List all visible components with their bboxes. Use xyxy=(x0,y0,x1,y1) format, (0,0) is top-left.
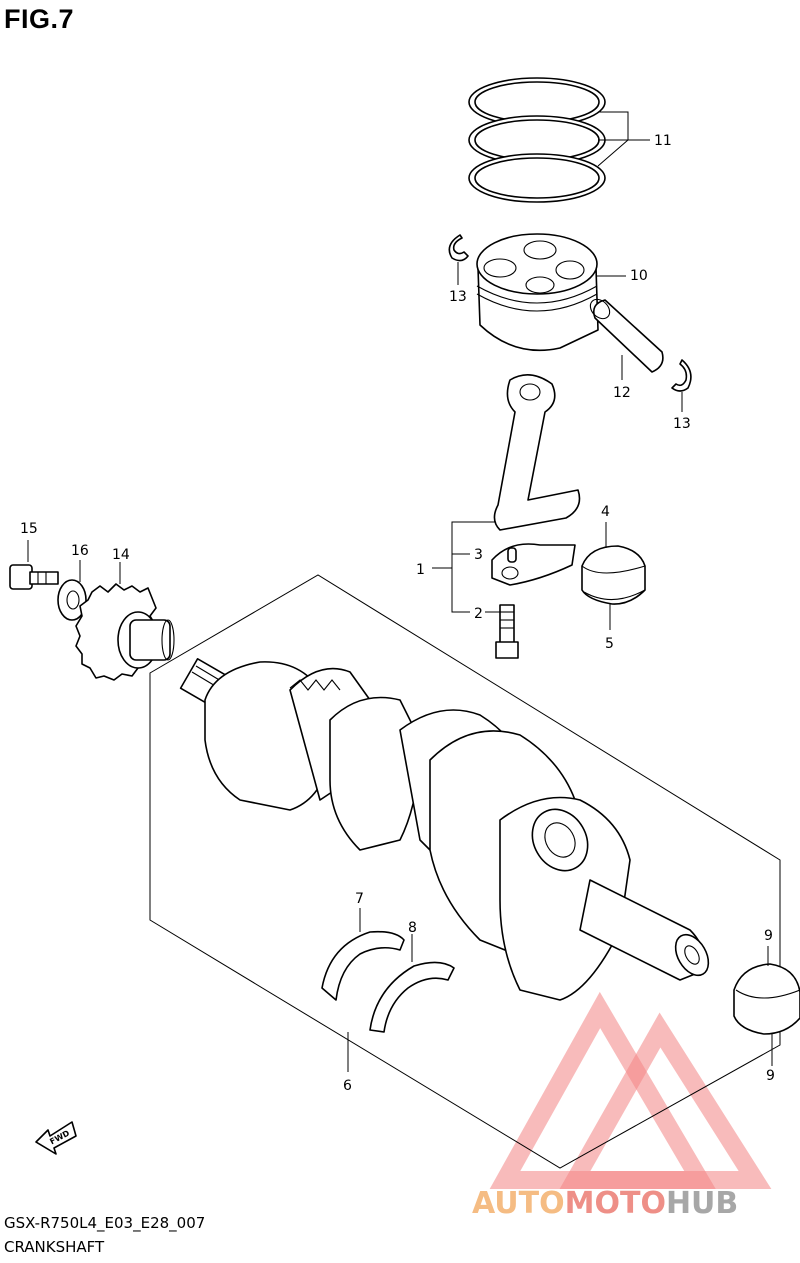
diagram-name: CRANKSHAFT xyxy=(4,1238,105,1256)
callout-14: 14 xyxy=(112,547,130,563)
callout-1: 1 xyxy=(416,562,425,578)
callout-2: 2 xyxy=(474,606,483,622)
callout-labels: 1 2 3 4 5 6 7 8 9 9 10 11 12 13 13 14 15… xyxy=(20,133,775,1094)
callout-16: 16 xyxy=(71,543,89,559)
callout-5: 5 xyxy=(605,636,614,652)
callout-9-bottom: 9 xyxy=(766,1068,775,1084)
callout-7: 7 xyxy=(355,891,364,907)
circlips xyxy=(448,234,692,392)
fwd-arrow-icon: FWD xyxy=(35,1121,77,1155)
washer xyxy=(57,579,87,621)
piston-pin xyxy=(589,298,664,373)
callout-6: 6 xyxy=(343,1078,352,1094)
main-bearing-upper xyxy=(321,930,405,1001)
connecting-rod xyxy=(491,374,581,586)
conrod-bearing xyxy=(581,545,646,605)
callout-3: 3 xyxy=(474,547,483,563)
diagram-code: GSX-R750L4_E03_E28_007 xyxy=(4,1214,206,1232)
callout-8: 8 xyxy=(408,920,417,936)
figure-title: FIG.7 xyxy=(4,4,75,34)
bolt xyxy=(9,564,59,590)
watermark-hub: HUB xyxy=(666,1186,738,1221)
callout-13-right: 13 xyxy=(673,416,691,432)
callout-15: 15 xyxy=(20,521,38,537)
callout-12: 12 xyxy=(613,385,631,401)
callout-10: 10 xyxy=(630,268,648,284)
crank-bearing xyxy=(733,963,800,1035)
callout-9-top: 9 xyxy=(764,928,773,944)
piston xyxy=(476,233,599,352)
callout-4: 4 xyxy=(601,504,610,520)
piston-rings xyxy=(468,77,606,203)
watermark-auto: AUTO xyxy=(472,1186,565,1221)
callout-11: 11 xyxy=(654,133,672,149)
main-bearing-lower xyxy=(369,961,455,1033)
svg-text:AUTOMOTOHUB: AUTOMOTOHUB xyxy=(472,1186,738,1221)
conrod-bolt xyxy=(495,604,519,659)
watermark-logo: AUTOMOTOHUB xyxy=(472,991,772,1221)
crankshaft-frame xyxy=(149,574,781,1169)
crankshaft xyxy=(179,657,710,1001)
watermark-moto: MOTO xyxy=(565,1186,666,1221)
sprocket-gear xyxy=(75,583,175,681)
callout-13-left: 13 xyxy=(449,289,467,305)
